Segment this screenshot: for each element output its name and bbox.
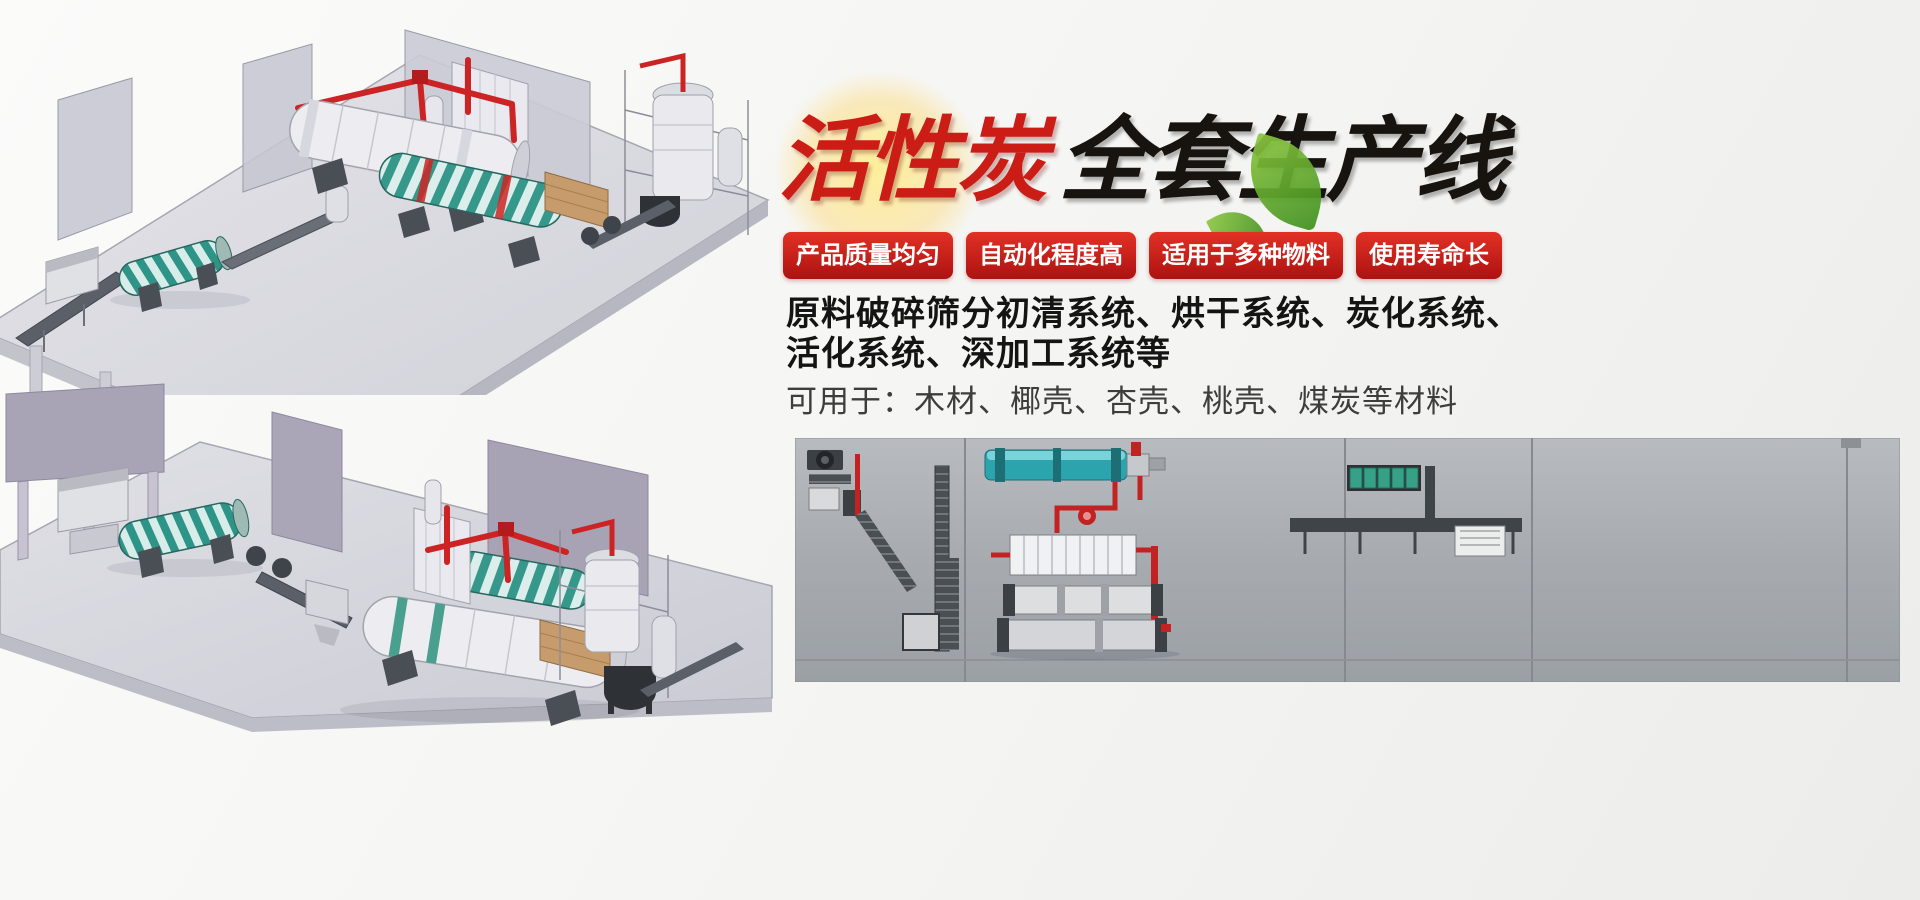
drum-stand: [508, 236, 540, 268]
system-description-line2: 活化系统、深加工系统等: [786, 335, 1171, 373]
pump-center: [1083, 512, 1091, 520]
system-description: 原料破碎筛分初清系统、烘干系统、炭化系统、 活化系统、深加工系统等: [786, 294, 1521, 374]
drum-stand: [138, 282, 162, 312]
corner-notch: [1841, 438, 1861, 448]
incline-belt: [855, 510, 917, 592]
quench-vessel: [604, 666, 656, 714]
collection-hoppers: [1347, 465, 1421, 491]
shadow: [340, 697, 640, 723]
feed-hopper-crusher: [57, 467, 129, 555]
star-feeder: [581, 227, 599, 245]
drum-screener: [118, 236, 233, 296]
surge-hopper: [305, 579, 349, 646]
badge-long-life: 使用寿命长: [1356, 232, 1502, 279]
star-feeder: [246, 546, 266, 566]
wall-panel-middle: [271, 411, 343, 553]
system-description-line1: 原料破碎筛分初清系统、烘干系统、炭化系统、: [786, 295, 1521, 333]
drum-stand: [398, 206, 430, 238]
discharge-conveyor: [640, 642, 744, 697]
star-feeder: [603, 216, 621, 234]
roller-stand: [312, 158, 348, 194]
shadow: [990, 648, 1180, 660]
heat-exchanger-rack: [413, 507, 471, 605]
dust-filter: [424, 479, 442, 525]
dryer-drum-top-view: [984, 442, 1166, 482]
badge-high-automation: 自动化程度高: [966, 232, 1136, 279]
carbonization-drum-top-view: [1003, 584, 1163, 616]
packing-line: [1290, 465, 1522, 557]
drum-stand: [138, 546, 164, 578]
production-line-3d-bottom-render: [0, 383, 773, 732]
shadow: [107, 559, 263, 577]
badge-quality-uniform: 产品质量均匀: [783, 232, 953, 279]
discharge-conveyor: [585, 200, 676, 249]
production-line-3d-top-render: [0, 29, 770, 395]
plant-layout-schematic: [795, 438, 1900, 682]
title-red-text: 活性炭: [778, 110, 1048, 212]
roller-stand: [382, 650, 418, 686]
small-tank: [325, 185, 349, 223]
crusher-hopper: [45, 246, 99, 305]
banner-title: 活性炭全套生产线: [744, 42, 1507, 298]
pipe-junction: [498, 522, 514, 536]
activation-furnace: [559, 518, 669, 698]
vertical-belt-2: [947, 558, 959, 650]
drum-stand: [210, 534, 234, 564]
star-feeder: [272, 558, 292, 578]
crusher-unit: [807, 450, 861, 516]
feature-badges: 产品质量均匀 自动化程度高 适用于多种物料 使用寿命长: [783, 232, 1502, 279]
activation-drum-top-view: [997, 618, 1171, 652]
drum-stand: [196, 262, 218, 290]
wall-joint-lines: [964, 438, 1848, 682]
pipe-junction: [412, 70, 428, 84]
roller-stand: [545, 690, 581, 726]
materials-description: 可用于：木材、椰壳、杏壳、桃壳、煤炭等材料: [786, 384, 1458, 419]
badge-multi-material: 适用于多种物料: [1149, 232, 1343, 279]
drum-screener: [118, 498, 250, 560]
control-box: [902, 613, 940, 651]
storage-tank: [651, 615, 677, 679]
